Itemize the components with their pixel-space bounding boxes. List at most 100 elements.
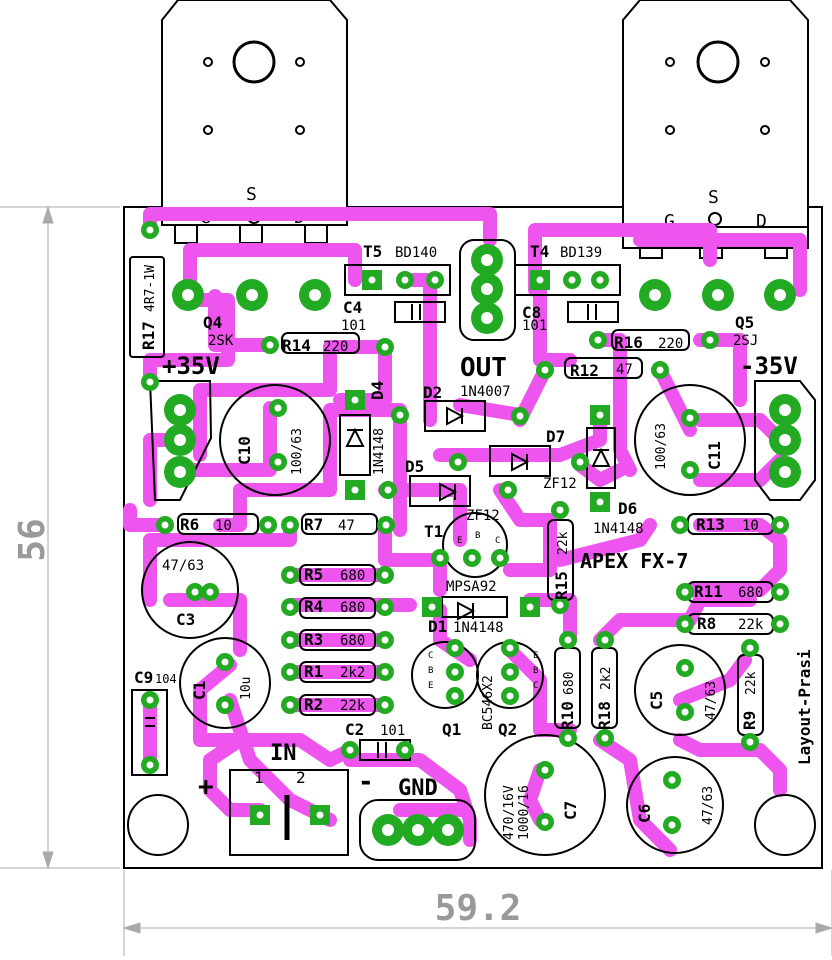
label-r7-value: 47 [338, 518, 355, 534]
label-q4-value: 2SK [208, 333, 234, 349]
label-title: APEX FX-7 [580, 549, 688, 573]
label-credit: Layout-Prasi [795, 649, 814, 765]
q1-pin-c: C [428, 651, 433, 661]
q5-package [622, 0, 809, 259]
label-minus35: -35V [740, 352, 798, 380]
label-c1: C1 [190, 681, 209, 700]
label-c5: C5 [647, 691, 666, 710]
q2-pin-c: C [533, 681, 538, 691]
label-r5: R5 [304, 565, 323, 584]
label-d4-value: 1N4148 [372, 428, 387, 475]
label-r3-value: 680 [340, 633, 365, 649]
label-r9-value: 22k [744, 671, 759, 695]
label-r10-value: 680 [562, 672, 577, 695]
label-q-pair: BC546X2 [481, 675, 496, 730]
q4-source-pin: S [246, 184, 257, 205]
component-glyphs [145, 304, 611, 840]
label-r11: R11 [694, 582, 723, 601]
label-r13: R13 [696, 515, 725, 534]
label-r17: R17 [139, 321, 158, 350]
label-d4: D4 [368, 381, 387, 400]
label-r6-value: 10 [215, 518, 232, 534]
label-r18-value: 2k2 [599, 667, 614, 690]
label-c10-value: 100/63 [290, 428, 305, 475]
label-t4: T4 [530, 242, 549, 261]
label-r18: R18 [595, 701, 614, 730]
label-c7-value-line1: 470/16V [502, 785, 517, 840]
label-c4-value: 101 [341, 318, 366, 334]
label-d6: D6 [618, 499, 637, 518]
label-c7-value-line2: 1000/16 [517, 785, 532, 840]
label-r4-value: 680 [340, 600, 365, 616]
label-d7-value: ZF12 [543, 476, 577, 492]
label-r3: R3 [304, 630, 323, 649]
label-c6: C6 [635, 804, 654, 823]
label-in-plus: + [198, 772, 214, 802]
label-in-pin2: 2 [296, 768, 306, 787]
label-r15-value: 22k [556, 531, 571, 555]
label-r16: R16 [614, 333, 643, 352]
label-q2: Q2 [498, 720, 517, 739]
label-r8-value: 22k [738, 617, 764, 633]
label-t1: T1 [424, 522, 443, 541]
label-r17-value: 4R7-1W [143, 265, 158, 312]
label-gnd-minus: - [358, 767, 374, 797]
label-c3: C3 [176, 610, 195, 629]
q1-pin-b: B [428, 666, 433, 676]
q2-pin-e: E [533, 651, 538, 661]
label-c10: C10 [235, 436, 254, 465]
q5-source-pin: S [708, 187, 719, 208]
label-r12-value: 47 [616, 362, 633, 378]
label-c2-value: 101 [380, 723, 405, 739]
label-d7: D7 [546, 427, 565, 446]
label-c1-value: 10u [239, 677, 254, 700]
label-r11-value: 680 [738, 585, 763, 601]
q2-pin-b: B [533, 666, 538, 676]
dim-height-label: 56 [12, 518, 53, 561]
label-d5-value: ZF12 [466, 508, 500, 524]
label-r1-value: 2k2 [340, 665, 365, 681]
label-c9-value: 104 [155, 672, 177, 686]
label-c7: C7 [561, 801, 580, 820]
copper-traces [123, 207, 807, 857]
label-r4: R4 [304, 597, 323, 616]
q5-drain-pin: D [756, 211, 767, 232]
q4-package [161, 0, 348, 244]
label-r15: R15 [552, 571, 571, 600]
q1-pin-e: E [428, 681, 433, 691]
label-c2: C2 [345, 720, 364, 739]
label-r14-value: 220 [323, 339, 348, 355]
label-d1-value: 1N4148 [453, 620, 504, 636]
label-c4: C4 [343, 298, 362, 317]
label-d6-value: 1N4148 [593, 521, 644, 537]
label-q4: Q4 [203, 313, 222, 332]
label-c5-value: 47/63 [704, 681, 719, 720]
label-c11-value: 100/63 [654, 423, 669, 470]
label-d2-value: 1N4007 [460, 384, 511, 400]
dim-width-label: 59.2 [435, 888, 522, 929]
label-d2: D2 [423, 383, 442, 402]
label-r5-value: 680 [340, 568, 365, 584]
label-c8: C8 [522, 303, 541, 322]
label-q1: Q1 [442, 720, 461, 739]
label-q5: Q5 [735, 313, 754, 332]
label-plus35: +35V [162, 352, 220, 380]
t1-pin-b: B [475, 531, 480, 541]
label-in-pin1: 1 [254, 768, 264, 787]
label-t5-value: BD140 [395, 245, 437, 261]
t1-pin-e: E [457, 536, 462, 546]
label-in: IN [270, 741, 297, 766]
label-t1-value: MPSA92 [446, 579, 497, 595]
label-q5-value: 2SJ [733, 333, 758, 349]
label-r14: R14 [282, 336, 311, 355]
label-r10: R10 [558, 701, 577, 730]
dimension-lines [0, 205, 832, 956]
label-out: OUT [460, 353, 507, 383]
label-r16-value: 220 [658, 336, 683, 352]
label-c11: C11 [705, 441, 724, 470]
label-r9: R9 [740, 711, 759, 730]
label-r2-value: 22k [340, 698, 366, 714]
label-d1: D1 [428, 617, 447, 636]
